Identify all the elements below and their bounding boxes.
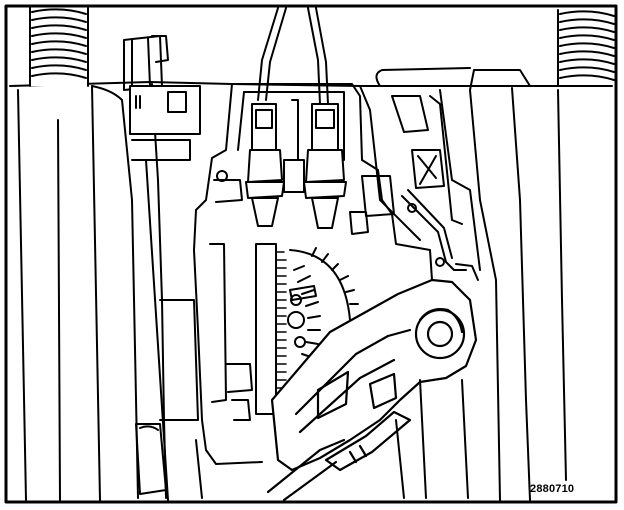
lower-structure — [195, 379, 469, 499]
cables — [257, 7, 329, 105]
wrench-tool — [266, 278, 478, 502]
gear-assembly — [255, 243, 359, 415]
left-seat-frame — [17, 83, 167, 501]
reference-code: 2880710 — [530, 483, 575, 495]
right-spring — [557, 9, 615, 87]
right-seat-frame — [359, 67, 567, 501]
figure-border — [4, 4, 618, 504]
buckle-latch — [123, 35, 201, 501]
connectors — [245, 99, 347, 229]
screws — [216, 170, 445, 267]
link-rod — [401, 189, 479, 281]
motor-unit-housing — [193, 83, 433, 465]
left-spring — [29, 7, 89, 87]
lower-bracket — [135, 299, 199, 495]
